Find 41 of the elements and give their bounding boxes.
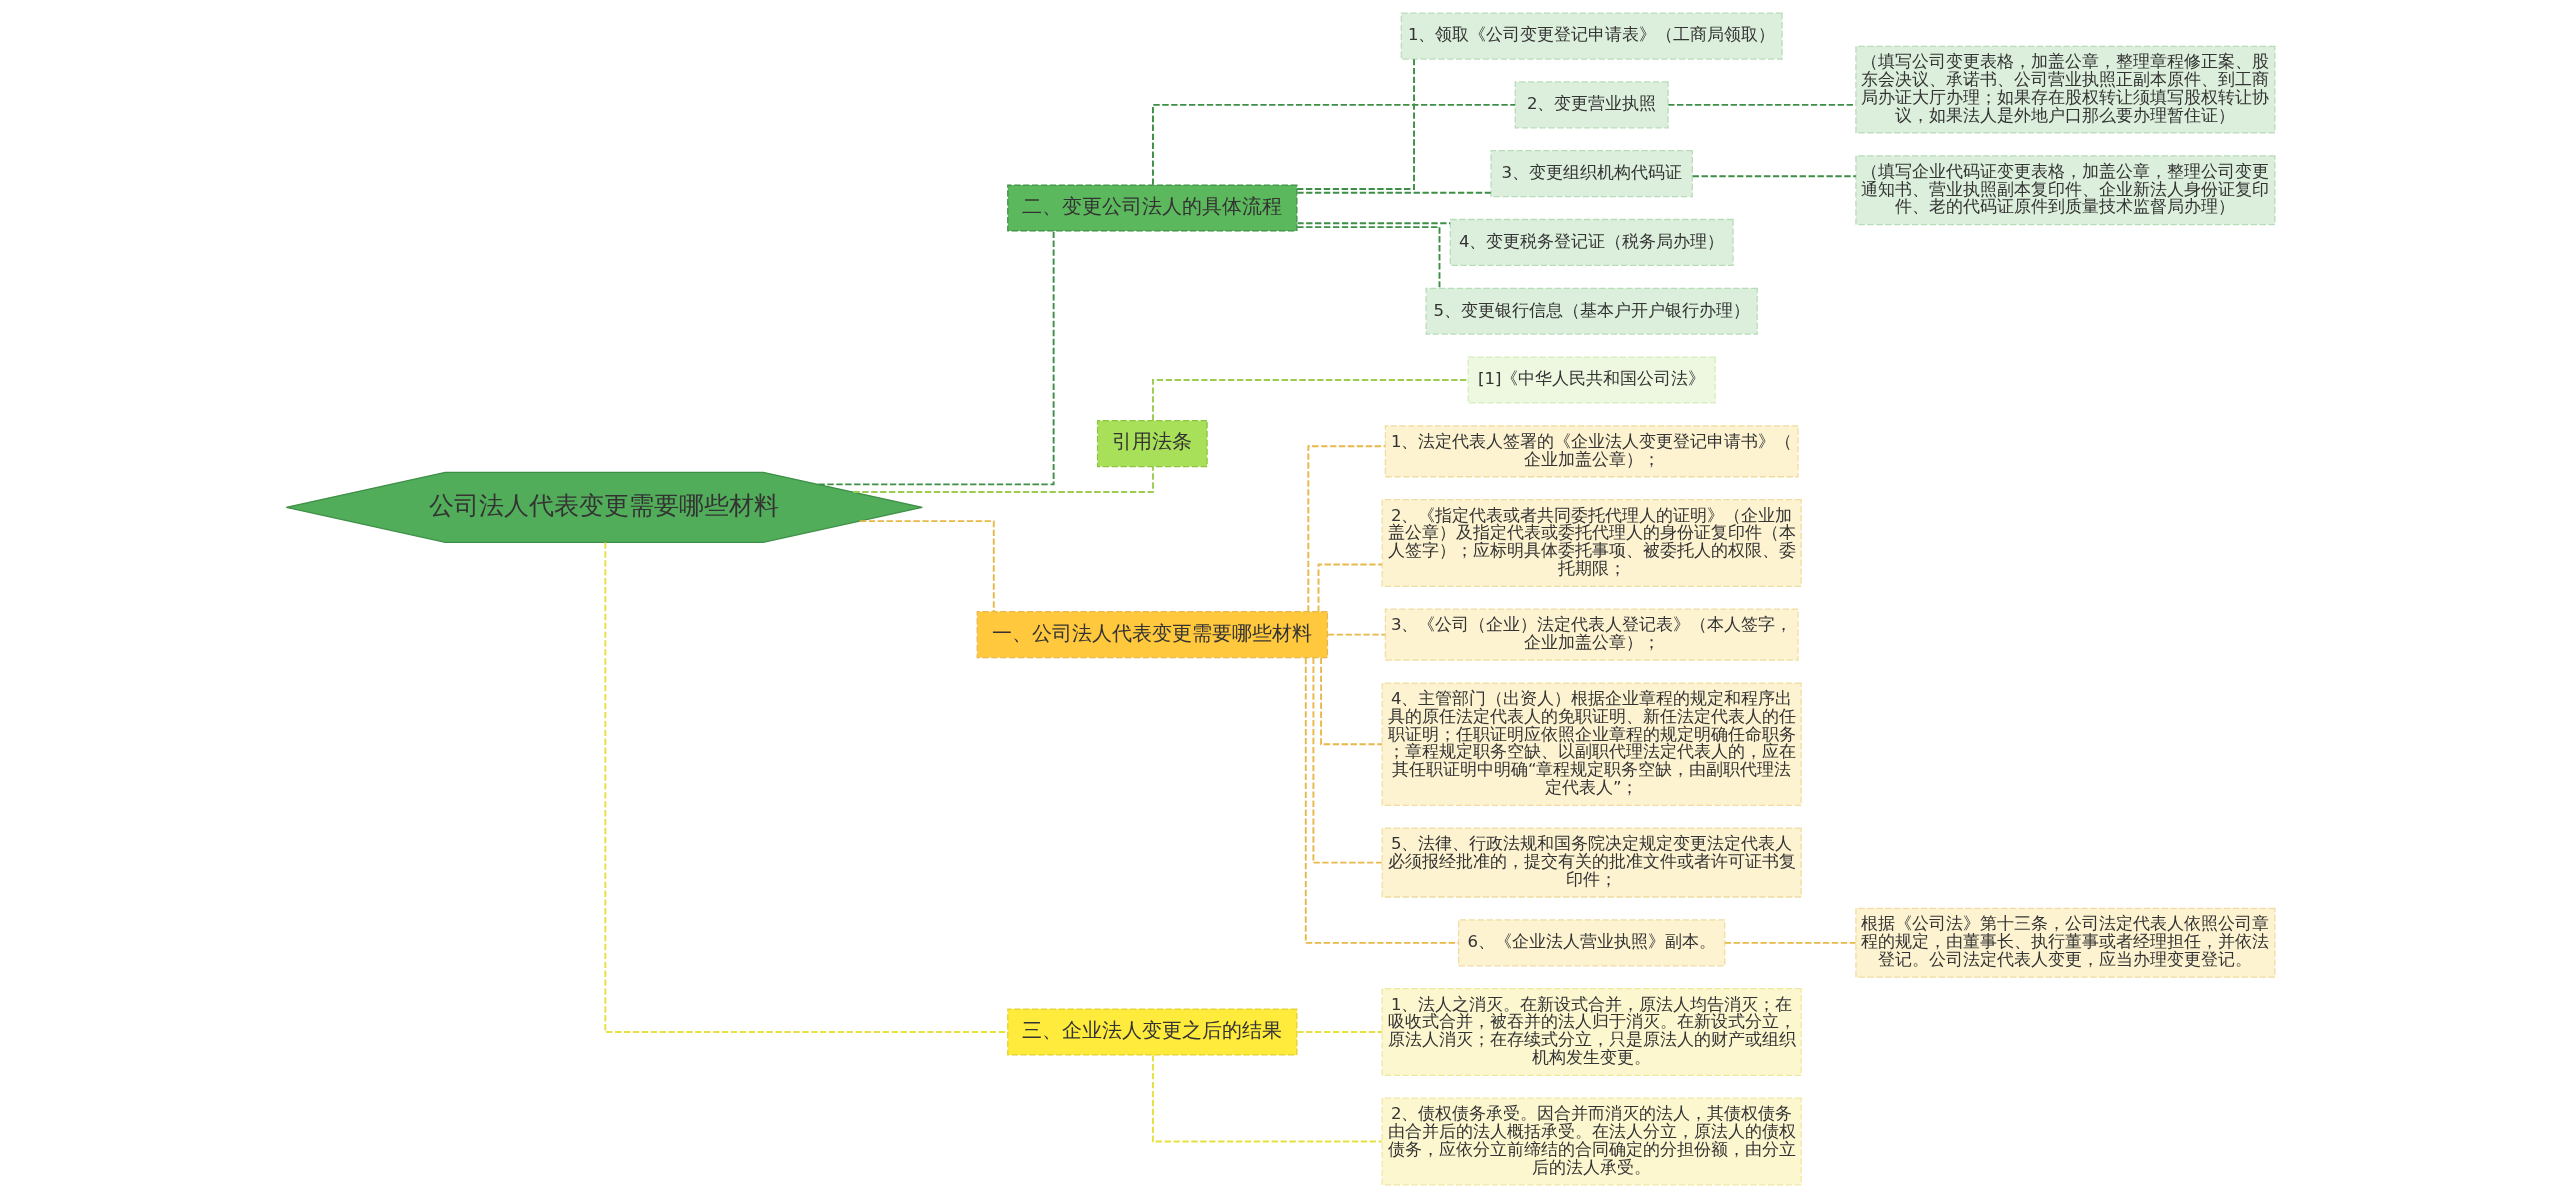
connector <box>603 541 1008 1033</box>
connector <box>1295 1031 1383 1033</box>
node-box: 2、变更营业执照 <box>1514 81 1669 129</box>
node-box: 4、主管部门（出资人）根据企业章程的规定和程序出具的原任法定代表人的免职证明、新任法定代表人的任职证明；任职证明应依照企业章程的规定明确任命职务；章程规定职务空缺、以副职代理法定代表人的，应在其任职证明中明确“章程规定职务空缺，由副职代理法定代表人”； <box>1381 682 1802 806</box>
connector <box>851 465 1154 493</box>
connector <box>1723 941 1857 944</box>
node-box: 5、法律、行政法规和国务院决定规定变更法定代表人必须报经批准的，提交有关的批准文件或者许可证书复印件； <box>1381 827 1802 898</box>
connector <box>1691 175 1857 178</box>
node-box: 1、法定代表人签署的《企业法人变更登记申请书》（企业加盖公章）； <box>1384 425 1799 478</box>
node-box: 4、变更税务登记证（税务局办理） <box>1449 218 1734 266</box>
node-box: （填写公司变更表格，加盖公章，整理章程修正案、股东会决议、承诺书、公司营业执照正副本原件、到工商局办证大厅办理；如果存在股权转让须填写股权转让协议，如果法人是外地户口那么要办理暂住证） <box>1854 45 2276 134</box>
node-box: 2、债权债务承受。因合并而消灭的法人，其债权债务由合并后的法人概括承受。在法人分立，原法人的债权债务，应依分立前缔结的合同确定的分担份额，由分立后的法人承受。 <box>1381 1097 1802 1186</box>
connector <box>1311 656 1383 864</box>
connector <box>1295 191 1492 194</box>
connector <box>1151 103 1516 186</box>
node-box: 5、变更银行信息（基本户开户银行办理） <box>1425 287 1758 335</box>
connector <box>1151 379 1469 422</box>
node-box: 3、《公司（企业）法定代表人登记表》（本人签字，企业加盖公章）； <box>1384 608 1799 661</box>
connector <box>1295 222 1451 225</box>
connector <box>1666 103 1856 106</box>
connector <box>1306 445 1386 613</box>
connector <box>858 520 995 613</box>
connector <box>1326 633 1386 636</box>
node-box: 三、企业法人变更之后的结果 <box>1006 1008 1297 1056</box>
node-box: 3、变更组织机构代码证 <box>1489 150 1693 198</box>
node-box: [1]《中华人民共和国公司法》 <box>1467 356 1716 404</box>
node-box: 2、《指定代表或者共同委托代理人的证明》（企业加盖公章）及指定代表或委托代理人的身份证复印件（本人签字）；应标明具体委托事项、被委托人的权限、委托期限； <box>1381 499 1802 587</box>
connector <box>1319 656 1383 746</box>
connector <box>1151 1054 1383 1143</box>
node-box: 一、公司法人代表变更需要哪些材料 <box>976 611 1328 659</box>
node-box: 6、《企业法人营业执照》副本。 <box>1457 919 1725 967</box>
node-box: 引用法条 <box>1096 420 1208 468</box>
connector <box>1317 563 1383 613</box>
connector <box>1295 58 1415 190</box>
node-box: （填写企业代码证变更表格，加盖公章，整理公司变更通知书、营业执照副本复印件、企业新法人身份证复印件、老的代码证原件到质量技术监督局办理） <box>1854 155 2276 226</box>
node-box: 根据《公司法》第十三条，公司法定代表人依照公司章程的规定，由董事长、执行董事或者经理担任，并依法登记。公司法定代表人变更，应当办理变更登记。 <box>1854 907 2276 978</box>
connector <box>1295 226 1440 290</box>
connector <box>816 230 1055 486</box>
node-box: 二、变更公司法人的具体流程 <box>1006 184 1297 232</box>
node-box: 1、法人之消灭。在新设式合并，原法人均告消灭；在吸收式合并，被吞并的法人归于消灭。在新设式分立，原法人消灭；在存续式分立，只是原法人的财产或组织机构发生变更。 <box>1381 988 1802 1076</box>
node-box: 1、领取《公司变更登记申请表》（工商局领取） <box>1400 12 1783 60</box>
